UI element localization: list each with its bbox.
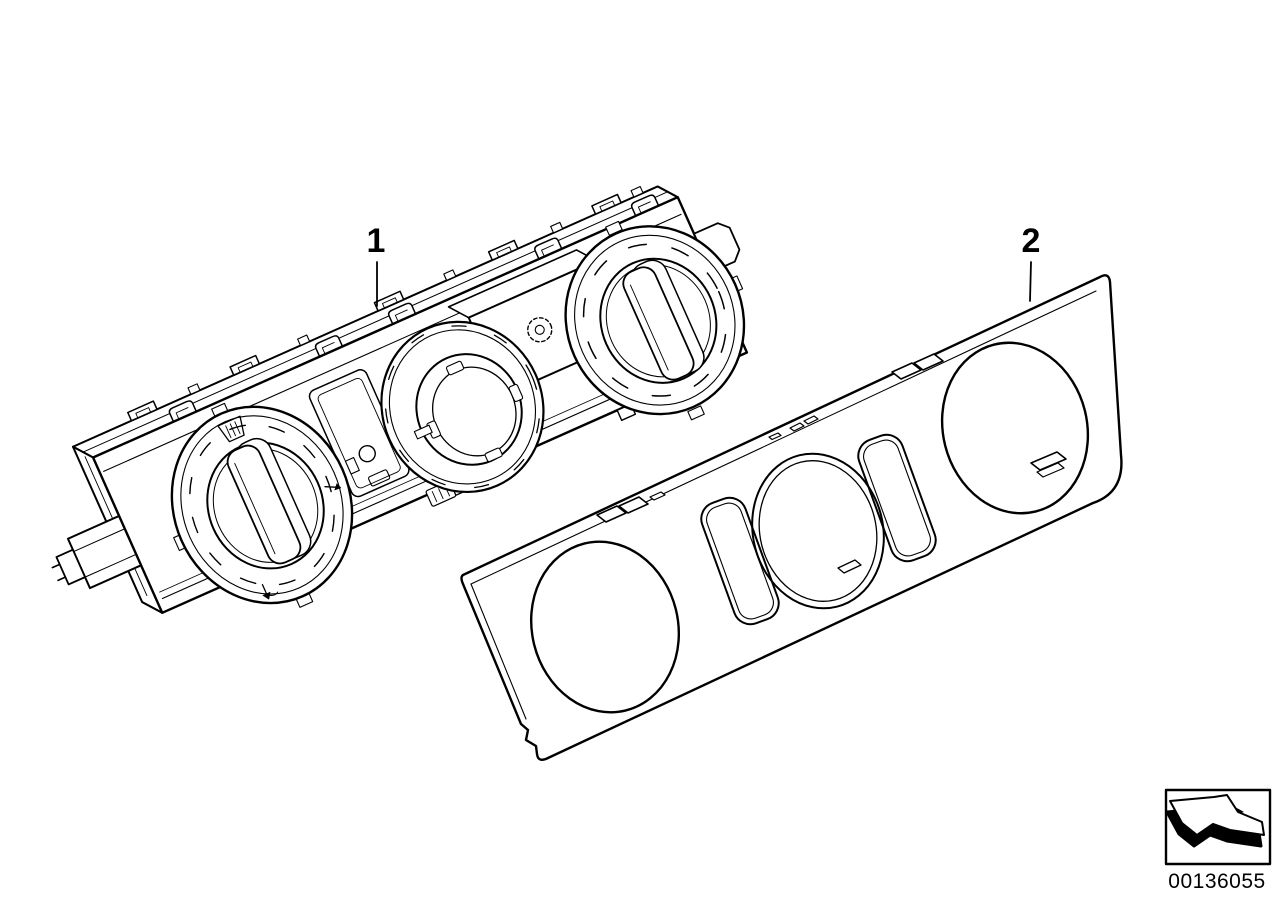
callout-2-leader-line xyxy=(1029,261,1032,302)
gear-icon xyxy=(527,317,553,343)
page-turn-arrow-icon xyxy=(1165,794,1265,848)
center-knob-hole xyxy=(751,452,885,610)
airflow-arrow-icon xyxy=(324,483,342,491)
faceplate-edge-clips xyxy=(596,353,944,523)
unit-front-clips xyxy=(168,194,660,423)
left-knob-hole xyxy=(529,540,681,714)
footwell-arrow-icon xyxy=(261,583,279,600)
fan-dial xyxy=(380,320,545,494)
small-slot xyxy=(368,469,391,487)
right-knob-hole xyxy=(940,341,1090,515)
image-stamp: 00136055 xyxy=(1164,788,1272,893)
faceplate-drawing xyxy=(460,274,1123,761)
callout-1: 1 xyxy=(367,222,386,307)
small-hole xyxy=(358,444,376,463)
air-distribution-dial xyxy=(170,402,360,608)
callout-2-label: 2 xyxy=(1022,222,1041,260)
callout-1-label: 1 xyxy=(367,222,386,260)
unit-rear-clips xyxy=(127,186,644,422)
faceplate-outline xyxy=(460,274,1123,761)
unit-connector xyxy=(51,514,143,590)
control-unit-drawing xyxy=(51,185,749,615)
right-button-cutout xyxy=(857,433,937,563)
stamp-number: 00136055 xyxy=(1168,870,1265,893)
windshield-defrost-icon xyxy=(217,415,245,443)
left-button-cutout xyxy=(700,496,780,626)
callout-2: 2 xyxy=(1022,222,1041,302)
temperature-dial xyxy=(564,220,746,421)
knob-blade xyxy=(622,266,695,381)
knob-blade xyxy=(226,444,302,565)
